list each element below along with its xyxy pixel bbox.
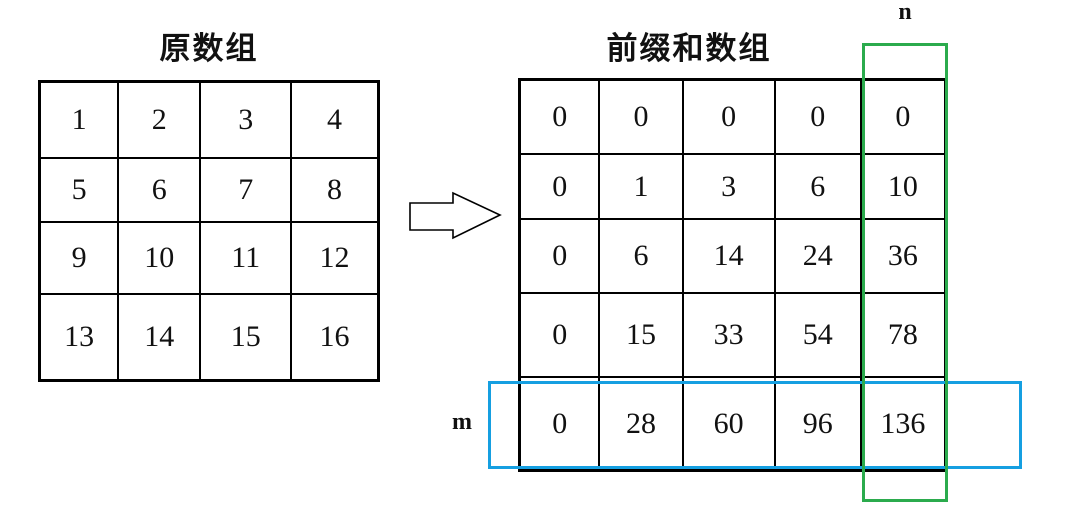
table-cell: 8 [292, 158, 377, 222]
table-cell: 0 [861, 81, 944, 154]
table-cell: 2 [119, 83, 200, 157]
table-cell: 1 [600, 155, 682, 219]
table-cell: 10 [119, 223, 200, 294]
prefix-sum-array-title: 前缀和数组 [606, 31, 772, 66]
table-cell: 78 [861, 294, 944, 377]
table-cell: 12 [292, 223, 377, 294]
row-m-label: m [452, 409, 472, 435]
table-cell: 0 [521, 294, 599, 377]
table-cell: 3 [683, 155, 774, 219]
table-cell: 10 [861, 155, 944, 219]
table-cell: 24 [775, 220, 860, 293]
table-cell: 54 [775, 294, 860, 377]
table-cell: 6 [775, 155, 860, 219]
table-cell: 136 [861, 378, 944, 469]
table-cell: 6 [119, 158, 200, 222]
table-cell: 0 [521, 378, 599, 469]
column-n-label: n [898, 0, 912, 25]
table-cell: 7 [201, 158, 291, 222]
table-cell: 13 [41, 295, 118, 379]
table-cell: 33 [683, 294, 774, 377]
prefix-sum-table: 0 0 0 0 0 0 1 3 6 10 0 6 14 24 36 0 15 3… [518, 78, 947, 472]
table-cell: 11 [201, 223, 291, 294]
table-cell: 0 [600, 81, 682, 154]
table-cell: 6 [600, 220, 682, 293]
table-cell: 15 [600, 294, 682, 377]
table-cell: 96 [775, 378, 860, 469]
table-cell: 60 [683, 378, 774, 469]
column-highlight-box [862, 43, 948, 502]
table-cell: 5 [41, 158, 118, 222]
original-array-table: 1 2 3 4 5 6 7 8 9 10 11 12 13 14 15 16 [38, 80, 380, 382]
table-cell: 4 [292, 83, 377, 157]
table-cell: 3 [201, 83, 291, 157]
table-cell: 14 [119, 295, 200, 379]
table-cell: 1 [41, 83, 118, 157]
table-cell: 9 [41, 223, 118, 294]
table-cell: 0 [521, 220, 599, 293]
table-cell: 0 [683, 81, 774, 154]
original-array-title: 原数组 [159, 31, 259, 66]
table-cell: 36 [861, 220, 944, 293]
table-cell: 0 [521, 155, 599, 219]
table-cell: 16 [292, 295, 377, 379]
table-cell: 28 [600, 378, 682, 469]
table-cell: 0 [775, 81, 860, 154]
table-cell: 14 [683, 220, 774, 293]
table-cell: 0 [521, 81, 599, 154]
right-arrow-icon [405, 186, 505, 246]
table-cell: 15 [201, 295, 291, 379]
row-highlight-box [488, 381, 1022, 469]
